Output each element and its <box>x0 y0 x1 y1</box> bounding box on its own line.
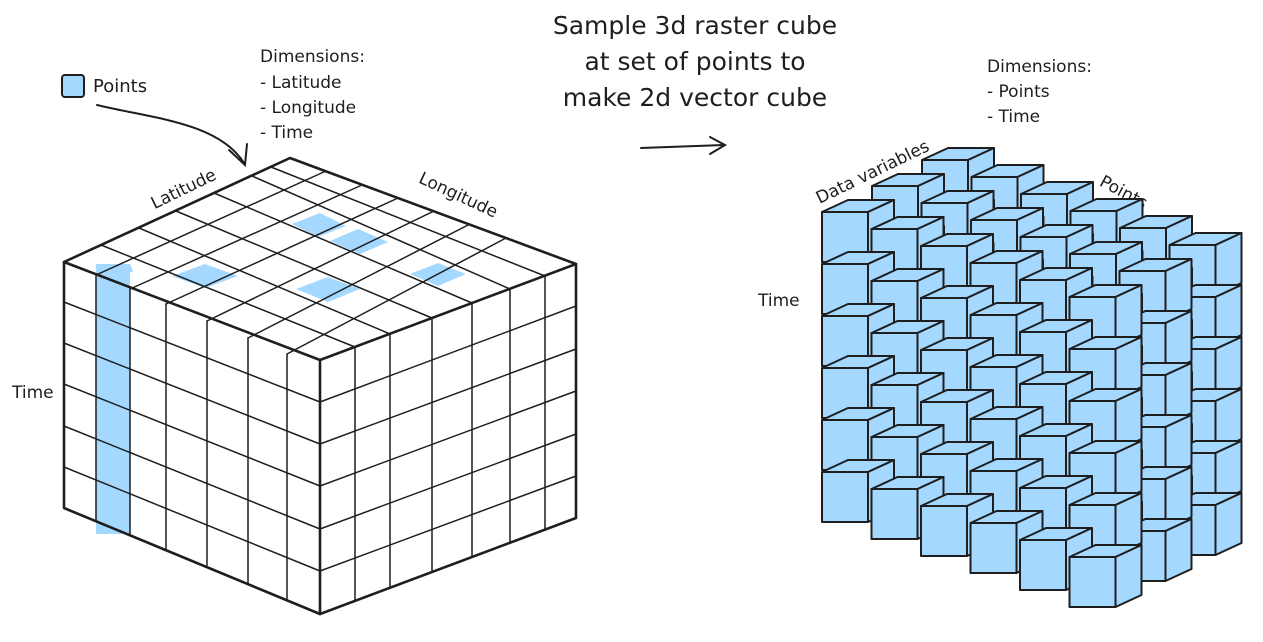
title-line-1: Sample 3d raster cube <box>553 11 837 40</box>
raster-point-cell <box>292 213 346 237</box>
vector-cube-block <box>1068 544 1143 608</box>
raster-point-cell <box>330 229 388 254</box>
raster-axis-time: Time <box>11 383 54 403</box>
raster-point-cell <box>296 277 360 302</box>
block-front-face <box>821 471 869 523</box>
legend-arrow-icon <box>96 104 248 168</box>
block-side-face <box>1114 544 1143 608</box>
vector-dimensions-heading: Dimensions: <box>987 57 1092 77</box>
block-side-face <box>1164 518 1193 582</box>
legend-label: Points <box>93 76 147 97</box>
block-front-face <box>920 505 968 557</box>
block-front-face <box>870 488 919 540</box>
transform-arrow-icon <box>640 136 728 155</box>
raster-point-cell <box>172 264 238 288</box>
vector-axis-time: Time <box>757 291 800 311</box>
title-line-3: make 2d vector cube <box>563 83 827 112</box>
vector-cube-block <box>1168 232 1243 296</box>
vector-cube <box>821 147 1243 608</box>
title-line-2: at set of points to <box>584 47 805 76</box>
raster-dimension-longitude: - Longitude <box>260 98 356 118</box>
block-front-face <box>969 522 1018 574</box>
raster-dimension-latitude: - Latitude <box>260 73 342 93</box>
block-front-face <box>1019 539 1067 591</box>
raster-dimension-time: - Time <box>260 123 313 143</box>
raster-cube-grid <box>62 156 578 616</box>
block-front-face <box>1068 556 1117 608</box>
block-side-face <box>1214 492 1243 556</box>
raster-cube-highlights <box>96 213 466 534</box>
raster-point-cell <box>96 264 133 276</box>
vector-dimension-points: - Points <box>987 82 1050 102</box>
raster-dimensions-heading: Dimensions: <box>260 47 365 67</box>
legend-swatch <box>61 74 85 98</box>
vector-dimension-time: - Time <box>987 107 1040 127</box>
